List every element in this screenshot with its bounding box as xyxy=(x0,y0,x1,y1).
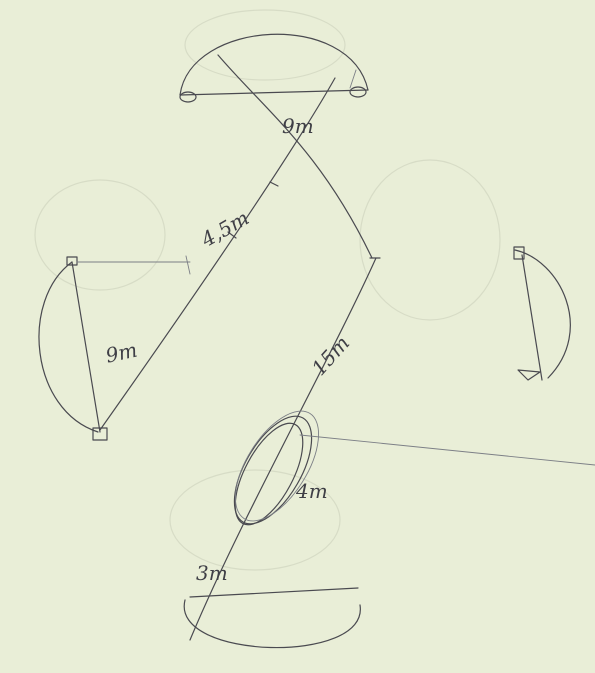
left-semicircle xyxy=(38,255,191,441)
tick-marks xyxy=(227,181,381,259)
label-mid-upper: 4,5m xyxy=(196,206,253,253)
label-left: 9m xyxy=(103,338,139,368)
diagonal-lines xyxy=(99,54,377,641)
top-semicircle xyxy=(179,33,369,103)
right-semicircle xyxy=(513,246,571,381)
label-mid-diagonal: 15m xyxy=(307,331,355,380)
background-ghost-marks xyxy=(34,9,501,571)
label-bottom: 3m xyxy=(196,561,228,585)
label-ellipse: 4m xyxy=(295,479,328,503)
label-top-right: 9m xyxy=(282,114,314,138)
central-ellipse xyxy=(233,410,595,526)
bottom-semicircle xyxy=(183,587,361,649)
